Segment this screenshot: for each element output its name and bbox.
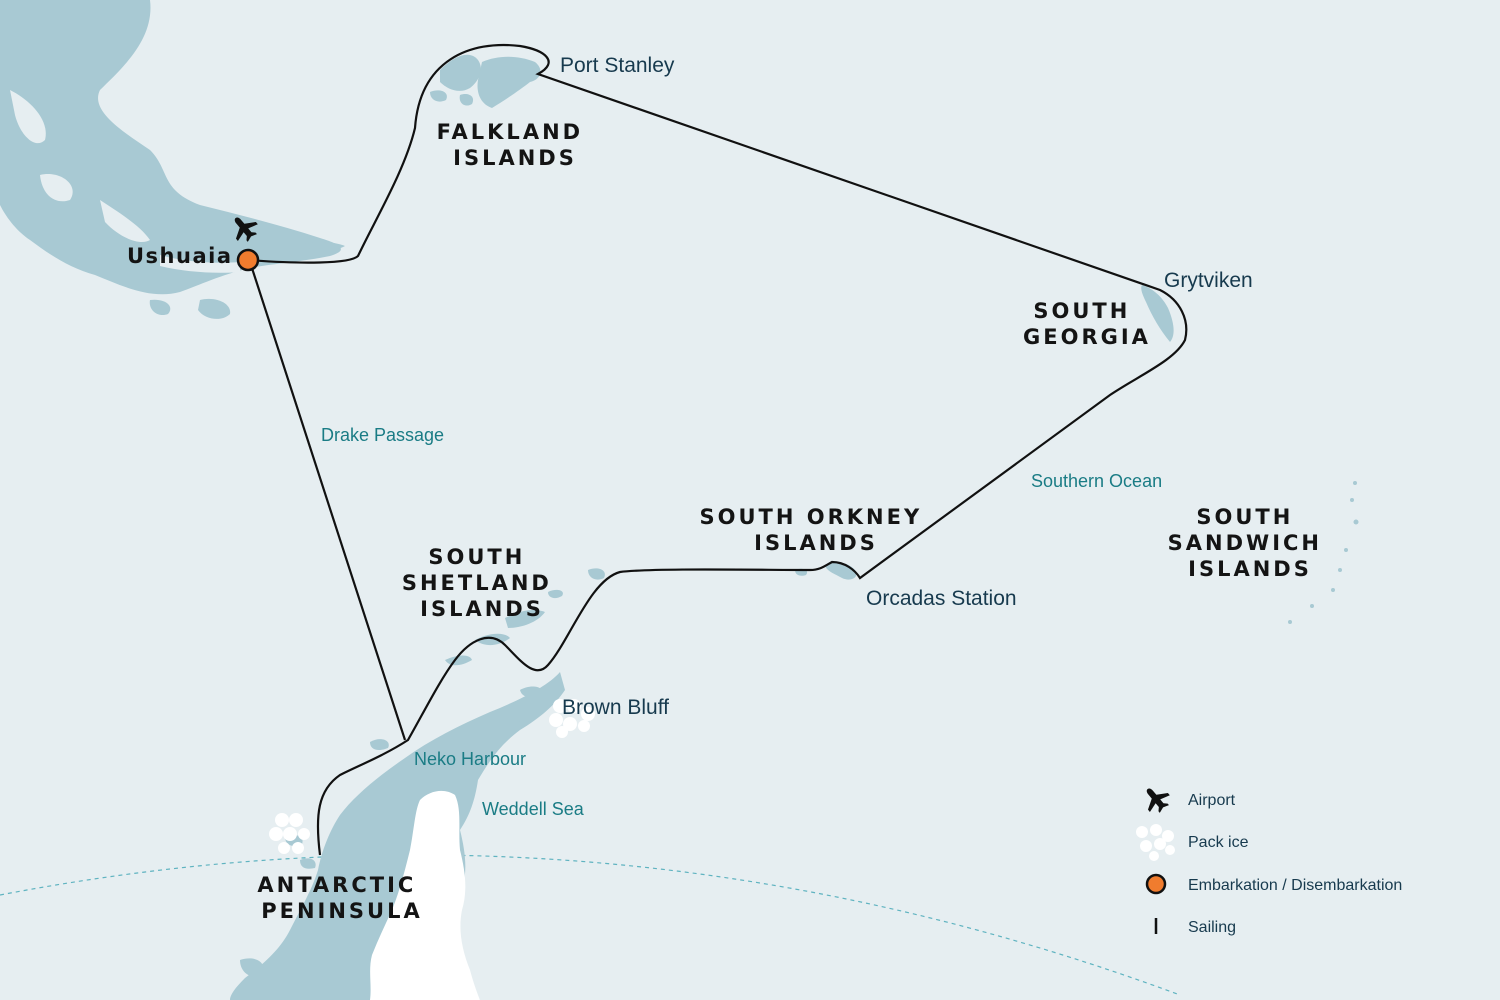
falkland-islands-label: FALKLAND ISLANDS (437, 120, 594, 170)
south-america-land (0, 0, 345, 319)
port-stanley-label: Port Stanley (560, 54, 675, 77)
pack-ice-icon (1136, 824, 1175, 861)
antarctic-circle-line (0, 854, 1181, 996)
pack-ice-peninsula-west (269, 813, 310, 854)
south-georgia-label: SOUTH GEORGIA (1023, 299, 1151, 349)
antarctic-peninsula-label: ANTARCTIC PENINSULA (257, 873, 426, 923)
southern-ocean-label: Southern Ocean (1031, 471, 1162, 491)
legend-airport-label: Airport (1188, 792, 1236, 809)
south-shetland-label: SOUTH SHETLAND ISLANDS (402, 545, 562, 621)
drake-passage-route (248, 261, 407, 741)
legend-embarkation-label: Embarkation / Disembarkation (1188, 877, 1402, 894)
peninsula-islands (240, 686, 543, 977)
pack-ice-brown-bluff (549, 699, 595, 738)
weddell-sea-label: Weddell Sea (482, 799, 585, 819)
legend-sailing-label: Sailing (1188, 919, 1236, 936)
brown-bluff-label: Brown Bluff (562, 696, 669, 719)
south-sandwich-land (1288, 481, 1359, 624)
tierra-del-fuego-channels (10, 90, 240, 273)
ushuaia-embarkation-icon (236, 248, 260, 272)
ushuaia-label: Ushuaia (127, 244, 233, 268)
antarctic-peninsula-land (230, 672, 565, 1000)
legend-pack-ice-label: Pack ice (1188, 834, 1249, 851)
airplane-icon (234, 217, 258, 242)
south-orkney-label: SOUTH ORKNEY ISLANDS (700, 505, 933, 555)
grytviken-label: Grytviken (1164, 269, 1253, 292)
peninsula-ice (370, 790, 480, 1000)
airplane-icon (1146, 788, 1170, 813)
falkland-islands-land (430, 54, 541, 108)
orange-circle-icon (1145, 873, 1167, 895)
south-sandwich-label: SOUTH SANDWICH ISLANDS (1168, 505, 1333, 581)
neko-harbour-label: Neko Harbour (414, 749, 526, 769)
orcadas-station-label: Orcadas Station (866, 587, 1017, 610)
drake-passage-label: Drake Passage (321, 425, 444, 445)
sailing-route (247, 43, 1188, 856)
legend: Airport Pack ice Embarkation / Disembark… (1136, 788, 1402, 936)
south-georgia-land (1141, 285, 1174, 342)
